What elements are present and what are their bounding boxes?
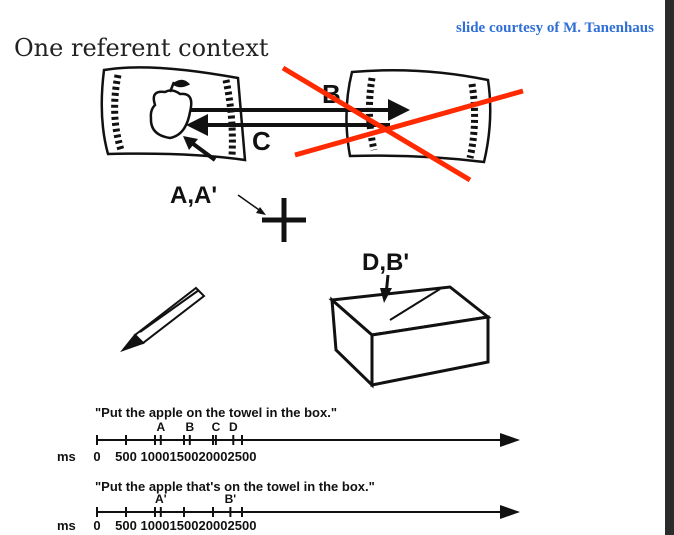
timeline-2-tick-label: 500 [115,518,137,533]
timeline-1-arrowhead [500,433,520,447]
label-c: C [252,126,271,156]
fixation-cross [262,198,306,242]
arrow-c [186,114,390,136]
arrow-to-apple [183,136,217,162]
timeline-1-tick-label: 500 [115,449,137,464]
timeline-1-event-label: C [212,420,221,434]
slide-edge-bar [665,0,674,535]
right-towel [345,68,492,164]
timeline-2-arrowhead [500,505,520,519]
red-cross-out [281,65,524,183]
timeline-1: "Put the apple on the towel in the box."… [57,405,520,464]
timeline-2-sentence: "Put the apple that's on the towel in th… [95,479,375,494]
timeline-1-tick-label: 1500 [170,449,199,464]
timeline-2-tick-label: 0 [93,518,100,533]
label-a: A,A' [170,182,217,209]
pencil [120,286,206,353]
timeline-2-tick-label: 1500 [170,518,199,533]
timeline-2-unit: ms [57,518,76,533]
label-d: D,B' [362,249,409,276]
timeline-2-tick-label: 1000 [141,518,170,533]
timeline-1-event-label: A [156,420,165,434]
small-pointer-arrow [237,194,266,215]
timeline-1-tick-label: 0 [93,449,100,464]
timeline-2-tick-label: 2000 [199,518,228,533]
slide-title: One referent context [14,34,269,62]
timeline-1-tick-label: 2500 [228,449,257,464]
timeline-1-tick-label: 2000 [199,449,228,464]
timeline-2-tick-label: 2500 [228,518,257,533]
timeline-1-sentence: "Put the apple on the towel in the box." [95,405,337,420]
timeline-2: "Put the apple that's on the towel in th… [57,479,520,533]
arrow-to-box [380,274,392,303]
timeline-2-event-label: A' [155,492,167,506]
timeline-1-unit: ms [57,449,76,464]
timeline-1-event-label: D [229,420,238,434]
timeline-1-event-label: B [185,420,194,434]
slide-credit: slide courtesy of M. Tanenhaus [456,20,654,36]
timeline-2-event-label: B' [225,492,237,506]
box [328,285,492,389]
timeline-1-tick-label: 1000 [141,449,170,464]
